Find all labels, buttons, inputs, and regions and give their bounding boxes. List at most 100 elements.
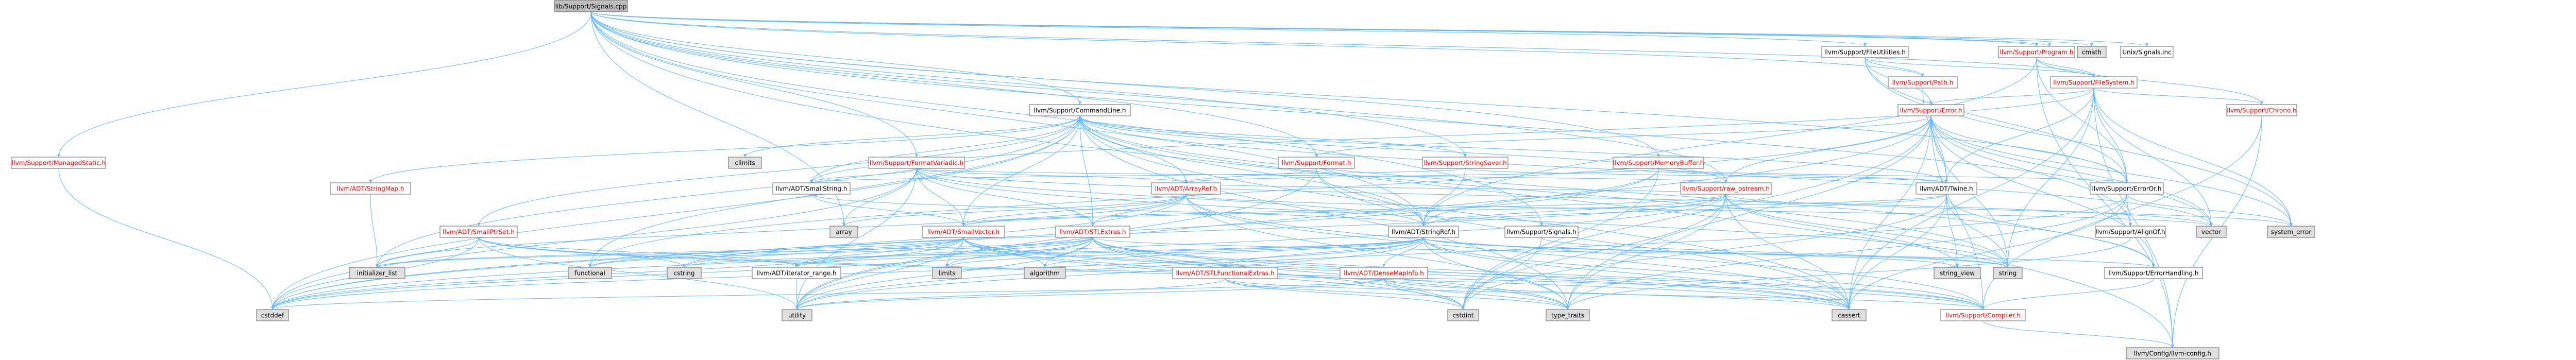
arrowhead-stlextras-to-initlist bbox=[376, 264, 379, 267]
edge-root-to-stringref bbox=[590, 11, 1424, 227]
node-llvm-support-stringsaver-h[interactable]: llvm/Support/StringSaver.h bbox=[1422, 157, 1509, 169]
edge-filesystem-to-vector bbox=[2093, 88, 2212, 227]
arrowhead-signals-to-string bbox=[2006, 264, 2009, 267]
edge-stringref-to-string bbox=[1423, 237, 2008, 268]
edge-densemapinfo-to-cstddef bbox=[272, 278, 1384, 310]
node-llvm-support-filesystem-h[interactable]: llvm/Support/FileSystem.h bbox=[2050, 76, 2138, 89]
arrowhead-root-to-managedstatic bbox=[57, 154, 60, 157]
node-llvm-support-raw-ostream-h[interactable]: llvm/Support/raw_ostream.h bbox=[1680, 182, 1772, 195]
node-llvm-support-commandline-h[interactable]: llvm/Support/CommandLine.h bbox=[1029, 104, 1131, 116]
node-llvm-support-alignof-h[interactable]: llvm/Support/AlignOf.h bbox=[2095, 226, 2166, 238]
node-llvm-adt-stringmap-h[interactable]: llvm/ADT/StringMap.h bbox=[330, 182, 411, 195]
node-box bbox=[1340, 267, 1428, 279]
node-box bbox=[932, 267, 962, 279]
edge-stlfunc-to-cstdint bbox=[1225, 278, 1464, 310]
node-type-traits: type_traits bbox=[1546, 309, 1590, 321]
node-llvm-adt-stlfunctionalextras-h[interactable]: llvm/ADT/STLFunctionalExtras.h bbox=[1172, 267, 1278, 279]
node-box bbox=[1422, 157, 1509, 169]
edge-stlextras-to-iterrange bbox=[796, 237, 1093, 268]
node-llvm-support-managedstatic-h[interactable]: llvm/Support/ManagedStatic.h bbox=[11, 157, 106, 169]
node-box bbox=[1832, 309, 1867, 321]
node-llvm-support-chrono-h[interactable]: llvm/Support/Chrono.h bbox=[2226, 104, 2297, 116]
edge-stringref-to-utility bbox=[796, 237, 1424, 310]
node-llvm-support-memorybuffer-h[interactable]: llvm/Support/MemoryBuffer.h bbox=[1613, 157, 1704, 169]
edge-cmdline-to-errorhandling bbox=[1079, 115, 2154, 268]
node-label: climits bbox=[735, 160, 755, 167]
node-unix-signals-inc[interactable]: Unix/Signals.inc bbox=[2120, 46, 2174, 58]
edge-path-to-twine bbox=[1922, 88, 1947, 183]
edge-rawostream-to-typetraits bbox=[1567, 194, 1726, 310]
node-box bbox=[1821, 46, 1909, 58]
node-label: llvm/Support/Chrono.h bbox=[2227, 107, 2296, 114]
edge-error-to-typetraits bbox=[1567, 115, 1931, 310]
node-llvm-support-erroror-h[interactable]: llvm/Support/ErrorOr.h bbox=[2090, 182, 2164, 195]
node-label: llvm/Support/AlignOf.h bbox=[2095, 229, 2165, 236]
edge-filesystem-to-erroror bbox=[2093, 88, 2127, 183]
node-box bbox=[1278, 157, 1355, 169]
edge-formatvariadic-to-smallstring bbox=[811, 168, 917, 183]
node-llvm-adt-twine-h[interactable]: llvm/ADT/Twine.h bbox=[1916, 182, 1977, 195]
edge-smallvector-to-utility bbox=[796, 237, 964, 310]
node-llvm-support-errorhandling-h[interactable]: llvm/Support/ErrorHandling.h bbox=[2104, 267, 2203, 279]
edge-smallvector-to-cstring bbox=[684, 237, 964, 268]
node-box bbox=[1613, 157, 1704, 169]
edge-root-to-managedstatic bbox=[58, 11, 591, 158]
edge-error-to-format bbox=[1316, 115, 1931, 158]
node-llvm-support-program-h[interactable]: llvm/Support/Program.h bbox=[1998, 46, 2075, 58]
arrowhead-cmdline-to-stringsaver bbox=[1464, 154, 1467, 157]
node-box bbox=[2095, 226, 2166, 238]
node-llvm-support-error-h[interactable]: llvm/Support/Error.h bbox=[1897, 104, 1964, 116]
node-box bbox=[1546, 309, 1590, 321]
edge-stringref-to-stringview bbox=[1423, 237, 1958, 268]
edge-root-to-path bbox=[590, 11, 1923, 77]
edge-formatvariadic-to-stringref bbox=[916, 168, 1424, 227]
edge-format-to-cassert bbox=[1316, 168, 1850, 310]
edge-stringref-to-compiler bbox=[1423, 237, 1984, 310]
edge-twine-to-errorhandling bbox=[1946, 194, 2154, 268]
edge-membuf-to-twine bbox=[1658, 168, 1947, 183]
node-llvm-adt-iterator-range-h[interactable]: llvm/ADT/iterator_range.h bbox=[752, 267, 841, 279]
edge-formatvariadic-to-string bbox=[916, 168, 2008, 268]
node-box bbox=[1024, 267, 1066, 279]
node-llvm-adt-densemapinfo-h[interactable]: llvm/ADT/DenseMapInfo.h bbox=[1340, 267, 1428, 279]
edge-cmdline-to-string bbox=[1079, 115, 2008, 268]
node-label: llvm/Support/FormatVariadic.h bbox=[870, 160, 964, 167]
edge-filesystem-to-string bbox=[2007, 88, 2094, 268]
arrowhead-stringref-to-algorithm bbox=[1043, 264, 1046, 267]
node-box bbox=[349, 267, 405, 279]
edge-smallvector-to-cstddef bbox=[272, 237, 964, 310]
node-llvm-adt-arrayref-h[interactable]: llvm/ADT/ArrayRef.h bbox=[1151, 182, 1221, 195]
node-label: llvm/ADT/Twine.h bbox=[1920, 185, 1973, 193]
edge-root-to-llvmconfig bbox=[590, 11, 2173, 348]
node-label: algorithm bbox=[1030, 270, 1060, 277]
node-llvm-support-signals-h[interactable]: llvm/Support/Signals.h bbox=[1504, 226, 1579, 238]
node-label: Unix/Signals.inc bbox=[2122, 49, 2171, 56]
node-llvm-adt-smallvector-h[interactable]: llvm/ADT/SmallVector.h bbox=[922, 226, 1005, 238]
node-llvm-adt-smallstring-h[interactable]: llvm/ADT/SmallString.h bbox=[772, 182, 851, 195]
edge-cmdline-to-stringsaver bbox=[1079, 115, 1466, 158]
node-box bbox=[439, 226, 518, 238]
edge-smallstring-to-stringref bbox=[811, 194, 1424, 227]
edge-fileutil-to-filesystem bbox=[1865, 57, 2094, 77]
node-llvm-support-fileutilities-h[interactable]: llvm/Support/FileUtilities.h bbox=[1821, 46, 1909, 58]
node-label: string bbox=[1999, 270, 2016, 277]
edge-filesystem-to-error bbox=[1930, 88, 2094, 105]
node-label: llvm/ADT/STLExtras.h bbox=[1059, 229, 1126, 236]
node-label: llvm/Support/ErrorOr.h bbox=[2092, 185, 2162, 193]
node-llvm-support-formatvariadic-h[interactable]: llvm/Support/FormatVariadic.h bbox=[868, 157, 965, 169]
edge-stlextras-to-limits bbox=[946, 237, 1093, 268]
node-label: llvm/ADT/StringRef.h bbox=[1392, 229, 1455, 236]
edge-rawostream-to-string bbox=[1725, 194, 2008, 268]
node-label: llvm/Support/Compiler.h bbox=[1945, 312, 2020, 319]
node-llvm-support-compiler-h[interactable]: llvm/Support/Compiler.h bbox=[1940, 309, 2026, 321]
node-llvm-support-format-h[interactable]: llvm/Support/Format.h bbox=[1278, 157, 1355, 169]
node-box bbox=[2077, 46, 2107, 58]
node-label: llvm/Support/MemoryBuffer.h bbox=[1613, 160, 1704, 167]
node-box bbox=[568, 267, 612, 279]
node-llvm-adt-stlextras-h[interactable]: llvm/ADT/STLExtras.h bbox=[1055, 226, 1130, 238]
arrowhead-program-to-filesystem bbox=[2092, 74, 2095, 77]
arrowhead-root-to-cmath bbox=[2090, 43, 2093, 46]
node-llvm-adt-stringref-h[interactable]: llvm/ADT/StringRef.h bbox=[1388, 226, 1459, 238]
node-llvm-adt-smallptrset-h[interactable]: llvm/ADT/SmallPtrSet.h bbox=[439, 226, 518, 238]
node-llvm-support-path-h[interactable]: llvm/Support/Path.h bbox=[1888, 76, 1958, 89]
